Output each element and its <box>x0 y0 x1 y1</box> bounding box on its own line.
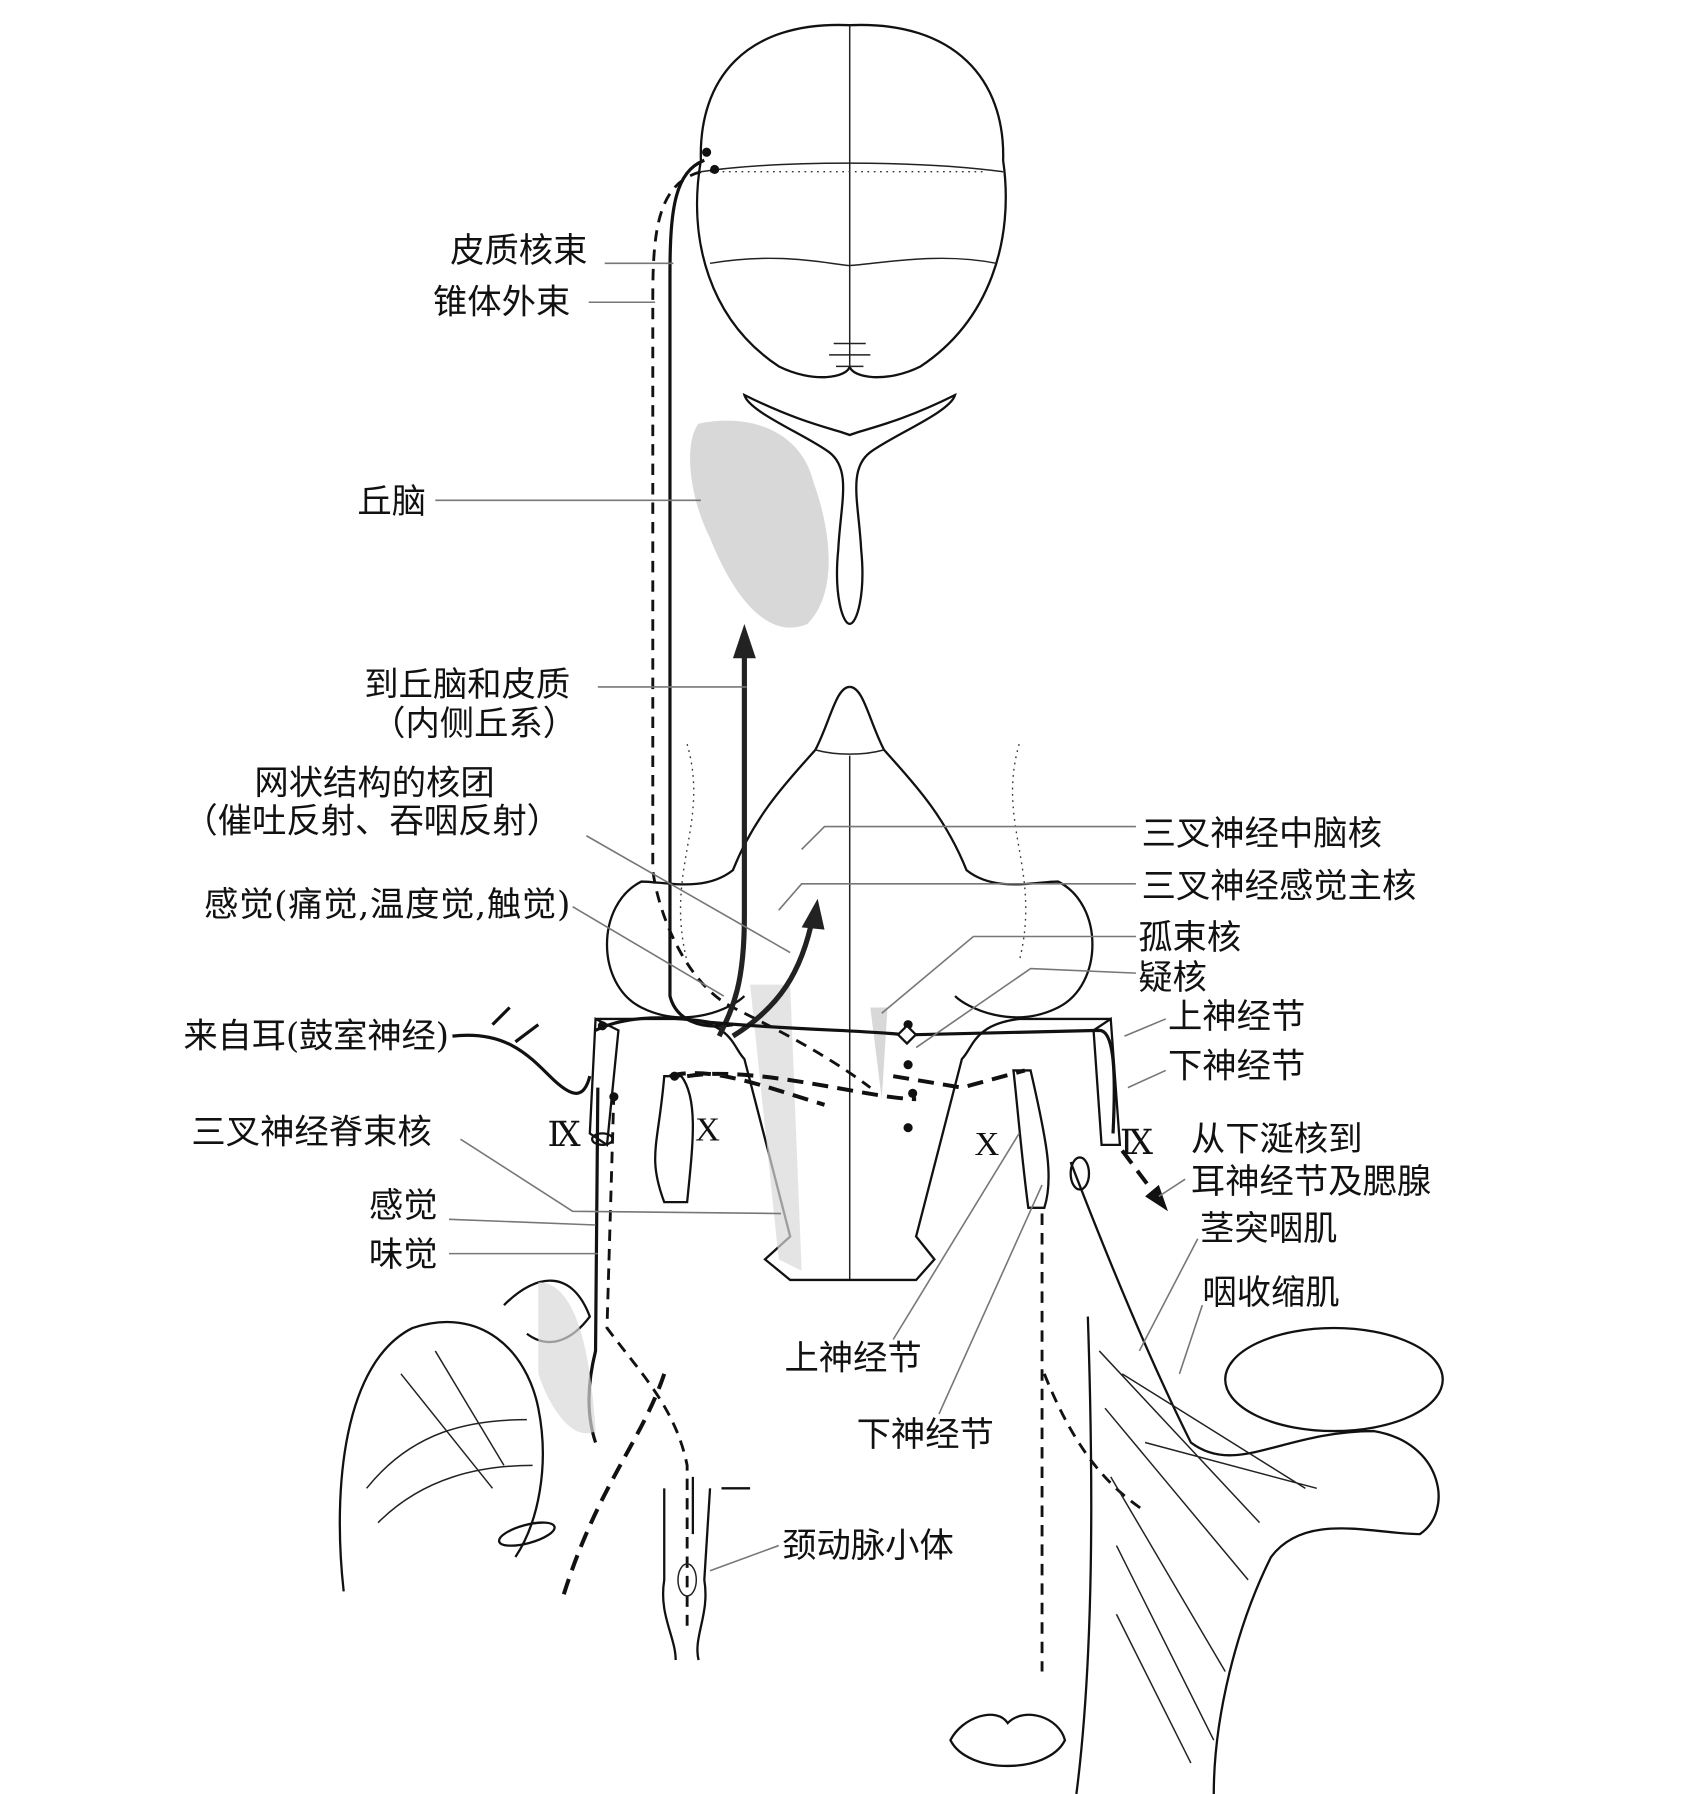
ear-branch <box>452 1006 592 1095</box>
left-x-ganglion <box>654 1075 695 1204</box>
label-taste: 味觉 <box>369 1235 438 1275</box>
ventricle-illustration <box>742 392 957 626</box>
arrowhead-up <box>732 623 756 659</box>
corticonuclear-tract-line <box>668 158 734 1028</box>
label-corticonuclear-tract: 皮质核束 <box>450 231 587 271</box>
label-from-inferior-salivatory-1: 从下涎核到 <box>1191 1120 1363 1160</box>
label-medial-lemniscus: （内侧丘系） <box>371 704 577 744</box>
label-from-inferior-salivatory-2: 耳神经节及腮腺 <box>1191 1162 1431 1202</box>
label-solitary-nucleus: 孤束核 <box>1138 918 1241 958</box>
label-stylopharyngeus: 茎突咽肌 <box>1200 1209 1337 1249</box>
right-x-ganglion <box>1012 1069 1050 1209</box>
right-ix-ganglion <box>1092 1016 1122 1147</box>
label-pharyngeal-constrictor: 咽收缩肌 <box>1202 1273 1339 1313</box>
dashed-lower-left <box>559 1373 667 1604</box>
brainstem-illustration <box>595 685 1111 1282</box>
label-reflexes: （催吐反射、吞咽反射） <box>183 801 561 841</box>
solitary-nucleus-diamond <box>896 1024 918 1046</box>
label-thalamus: 丘脑 <box>357 482 426 522</box>
cerebrum-illustration <box>695 23 1007 379</box>
pharynx-muscle-illustration <box>1069 1156 1444 1794</box>
label-nucleus-ambiguus: 疑核 <box>1138 958 1207 998</box>
numeral-x-right: X <box>975 1125 1000 1163</box>
numeral-x-left: X <box>695 1110 720 1148</box>
medial-lemniscus-arrow <box>716 652 747 1038</box>
arrowhead-reticular <box>801 898 825 930</box>
dashed-otic-arrow <box>1120 1149 1159 1198</box>
numeral-ix-left: Ⅸ <box>547 1116 580 1154</box>
label-carotid-body: 颈动脉小体 <box>782 1526 954 1566</box>
arrowhead-otic <box>1145 1184 1168 1212</box>
dashed-right-x-descending <box>1040 1213 1146 1672</box>
thalamus-shading <box>690 420 829 628</box>
dashed-ix-fibers <box>605 1093 689 1626</box>
larynx-illustration <box>949 1713 1067 1767</box>
label-principal-sensory-trigeminal-nucleus: 三叉神经感觉主核 <box>1142 867 1417 907</box>
label-reticular-nuclei: 网状结构的核团 <box>254 764 494 804</box>
label-inferior-ganglion-bottom: 下神经节 <box>857 1415 994 1455</box>
tongue-illustration <box>338 1279 596 1592</box>
label-extrapyramidal-tract: 锥体外束 <box>433 283 570 323</box>
label-sensation: 感觉 <box>369 1186 438 1226</box>
left-ix-ganglion <box>588 1017 620 1147</box>
carotid-illustration <box>662 1476 751 1661</box>
label-superior-ganglion-right: 上神经节 <box>1168 997 1305 1037</box>
label-superior-ganglion-bottom: 上神经节 <box>784 1338 921 1378</box>
numeral-ix-right: Ⅸ <box>1120 1124 1153 1162</box>
label-inferior-ganglion-right: 下神经节 <box>1168 1046 1305 1086</box>
label-from-ear: 来自耳(鼓室神经) <box>183 1017 449 1057</box>
sensory-line <box>594 1016 1116 1134</box>
leader-lines <box>435 262 1204 1572</box>
extrapyramidal-tract-line <box>651 170 872 1089</box>
label-sensation-pain-temp-touch: 感觉(痛觉,温度觉,触觉) <box>204 885 570 925</box>
dashed-x-fibers <box>669 1068 1026 1107</box>
label-spinal-trigeminal-nucleus: 三叉神经脊束核 <box>191 1113 431 1153</box>
label-to-thalamus-cortex: 到丘脑和皮质 <box>364 665 570 705</box>
label-mesencephalic-trigeminal-nucleus: 三叉神经中脑核 <box>1142 814 1382 854</box>
